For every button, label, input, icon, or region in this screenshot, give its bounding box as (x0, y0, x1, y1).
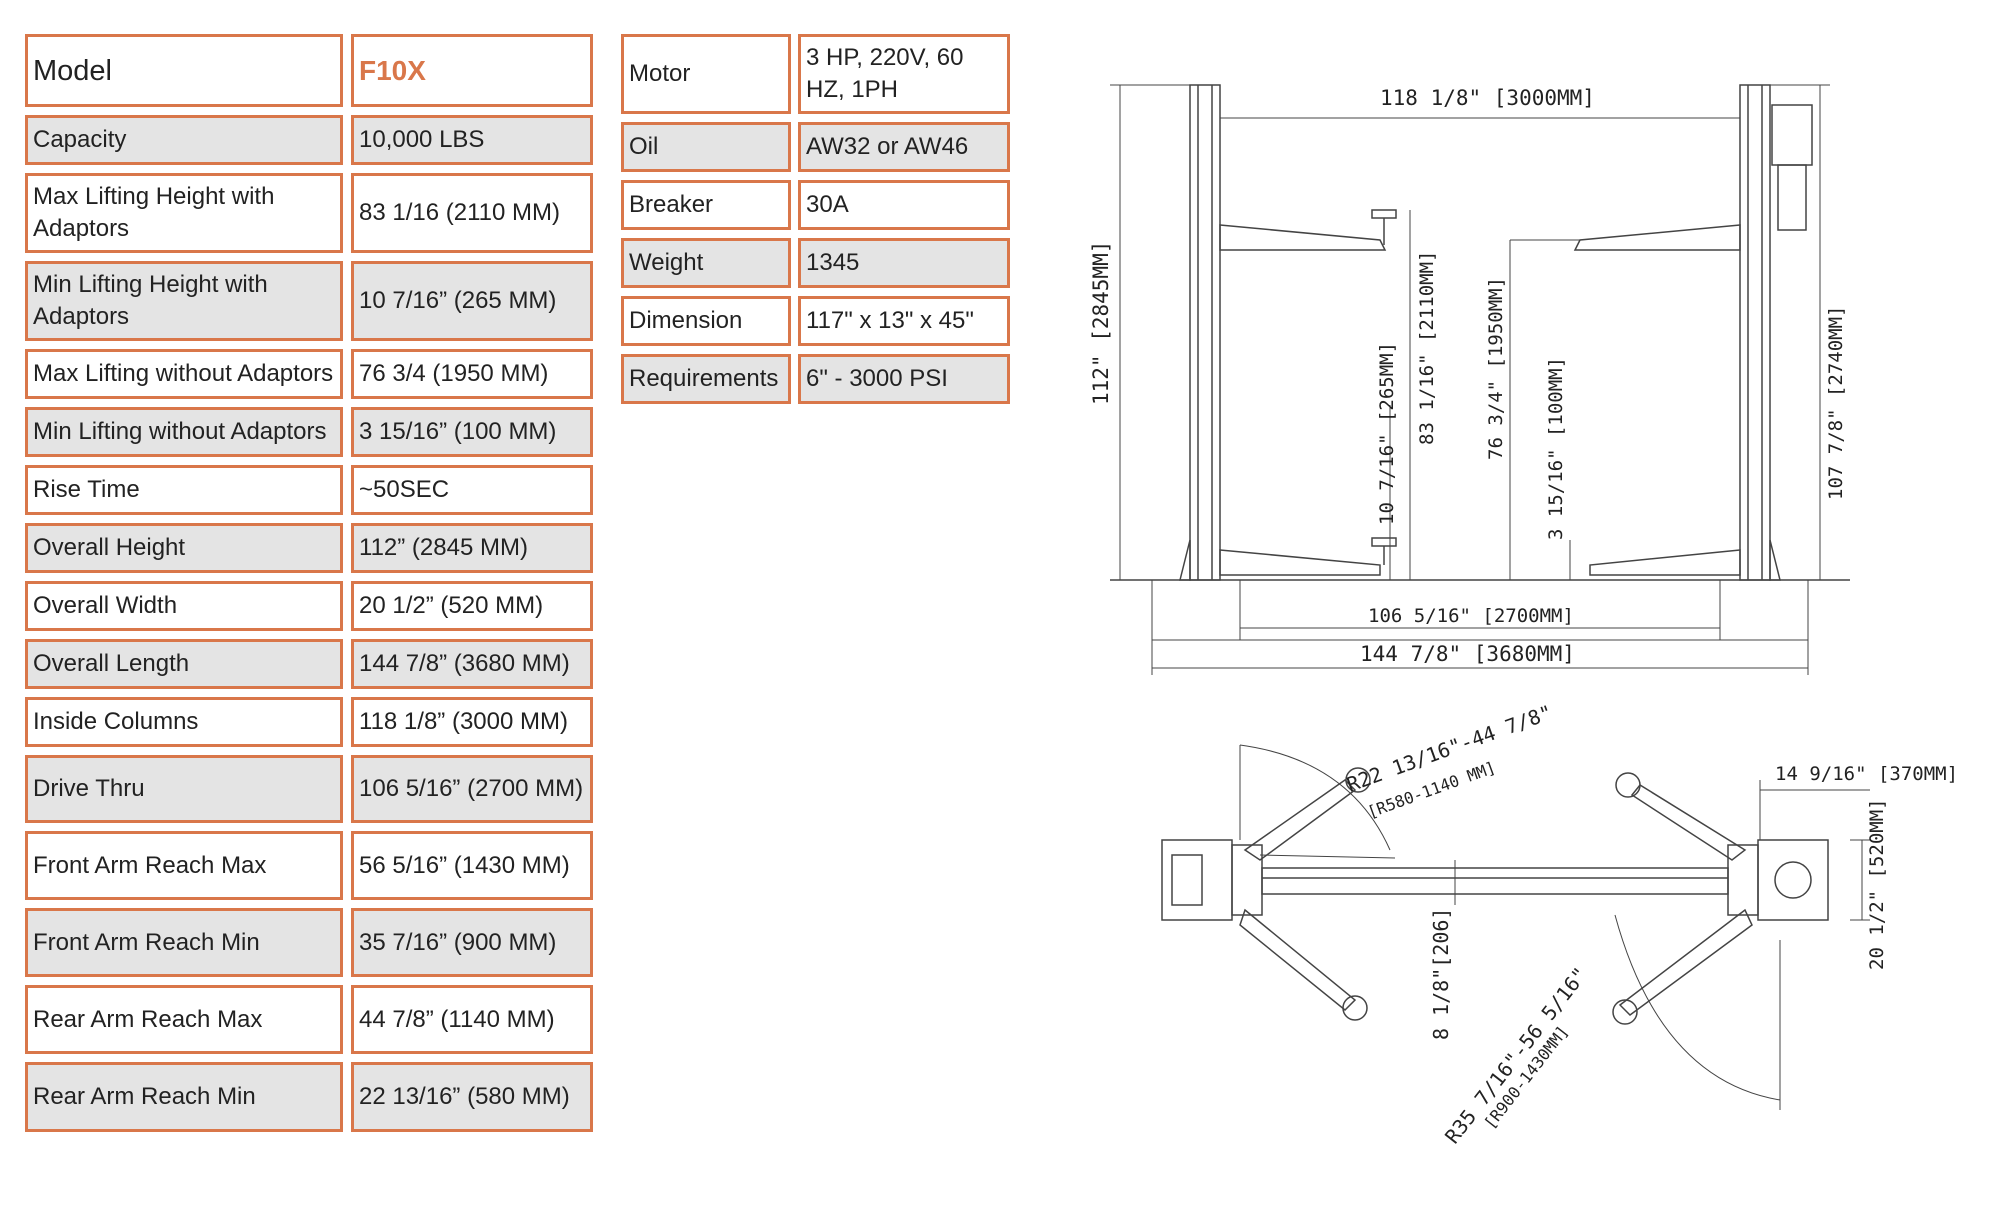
right-column (1739, 84, 1771, 581)
dim-overall-height: 112" [2845MM] (1089, 241, 1113, 405)
spec-value: 35 7/16” (900 MM) (351, 908, 593, 977)
adaptor-pad (1612, 999, 1638, 1025)
spec-label: Rise Time (25, 465, 343, 515)
spec-label: Front Arm Reach Min (25, 908, 343, 977)
adaptor-pad (1342, 995, 1368, 1021)
spec-label: Min Lifting Height with Adaptors (25, 261, 343, 341)
spec-value: F10X (351, 34, 593, 107)
spec-value: 117" x 13" x 45" (798, 296, 1010, 346)
dim-post-depth: 14 9/16" [370MM] (1775, 763, 1958, 785)
dim-front-reach: R35 7/16"-56 5/16" (1440, 963, 1592, 1149)
spec-label: Overall Length (25, 639, 343, 689)
spec-value: 3 HP, 220V, 60 HZ, 1PH (798, 34, 1010, 114)
spec-value: 1345 (798, 238, 1010, 288)
spec-value: 76 3/4 (1950 MM) (351, 349, 593, 399)
spec-label: Front Arm Reach Max (25, 831, 343, 900)
spec-label: Rear Arm Reach Min (25, 1062, 343, 1132)
spec-label: Dimension (621, 296, 791, 346)
spec-label: Overall Width (25, 581, 343, 631)
spec-value: 106 5/16” (2700 MM) (351, 755, 593, 823)
spec-label: Drive Thru (25, 755, 343, 823)
spec-label: Breaker (621, 180, 791, 230)
right-rear-arm (1630, 784, 1747, 861)
spec-value: 10 7/16” (265 MM) (351, 261, 593, 341)
spec-value: ~50SEC (351, 465, 593, 515)
spec-value: 112” (2845 MM) (351, 523, 593, 573)
left-lowered-arm (1219, 549, 1381, 576)
spec-label: Oil (621, 122, 791, 172)
spec-label: Requirements (621, 354, 791, 404)
dim-column-height: 107 7/8" [2740MM] (1825, 306, 1847, 500)
motor-top (1774, 861, 1812, 899)
spec-label: Capacity (25, 115, 343, 165)
dim-min-adaptor: 10 7/16" [265MM] (1376, 342, 1398, 525)
dim-drive-thru: 106 5/16" [2700MM] (1368, 605, 1574, 627)
spec-value: 144 7/8” (3680 MM) (351, 639, 593, 689)
spec-value: 83 1/16 (2110 MM) (351, 173, 593, 253)
spec-value: 44 7/8” (1140 MM) (351, 985, 593, 1054)
spec-value: 30A (798, 180, 1010, 230)
dim-width: 20 1/2" [520MM] (1866, 798, 1888, 970)
spec-value: 3 15/16” (100 MM) (351, 407, 593, 457)
left-rear-arm (1243, 779, 1357, 861)
overhead-beam (1261, 867, 1729, 895)
spec-label: Motor (621, 34, 791, 114)
dim-min-no-adaptor: 3 15/16" [100MM] (1545, 357, 1567, 540)
front-view-drawing: 118 1/8" [3000MM] 112" [2845MM] 83 1/16"… (1089, 84, 1850, 675)
left-front-arm (1239, 908, 1357, 1012)
top-view-drawing: R22 13/16"-44 7/8" [R580-1140 MM] 14 9/1… (1161, 700, 1958, 1149)
spec-label: Rear Arm Reach Max (25, 985, 343, 1054)
spec-value: 6" - 3000 PSI (798, 354, 1010, 404)
right-front-arm (1618, 908, 1753, 1016)
spec-value: 10,000 LBS (351, 115, 593, 165)
spec-label: Weight (621, 238, 791, 288)
right-raised-arm (1573, 224, 1741, 251)
dim-max-no-adaptor: 76 3/4" [1950MM] (1485, 277, 1507, 460)
left-column (1189, 84, 1221, 581)
spec-value: 56 5/16” (1430 MM) (351, 831, 593, 900)
spec-label: Max Lifting without Adaptors (25, 349, 343, 399)
spec-value: 22 13/16” (580 MM) (351, 1062, 593, 1132)
dim-beam: 8 1/8"[206] (1429, 908, 1453, 1040)
spec-value: 118 1/8” (3000 MM) (351, 697, 593, 747)
spec-label: Inside Columns (25, 697, 343, 747)
spec-label: Max Lifting Height with Adaptors (25, 173, 343, 253)
spec-value: 20 1/2” (520 MM) (351, 581, 593, 631)
adaptor-pad (1345, 767, 1371, 793)
adaptor-pad (1615, 772, 1641, 798)
spec-label: Min Lifting without Adaptors (25, 407, 343, 457)
dim-max-adaptor: 83 1/16" [2110MM] (1416, 251, 1438, 445)
dim-overall-length: 144 7/8" [3680MM] (1360, 642, 1575, 666)
spec-label: Overall Height (25, 523, 343, 573)
right-lowered-arm (1589, 549, 1741, 576)
spec-label: Model (25, 34, 343, 107)
dim-inside-columns: 118 1/8" [3000MM] (1380, 86, 1595, 110)
spec-value: AW32 or AW46 (798, 122, 1010, 172)
motor (1771, 104, 1813, 166)
left-raised-arm (1219, 224, 1387, 251)
right-base-plate (1757, 839, 1829, 921)
